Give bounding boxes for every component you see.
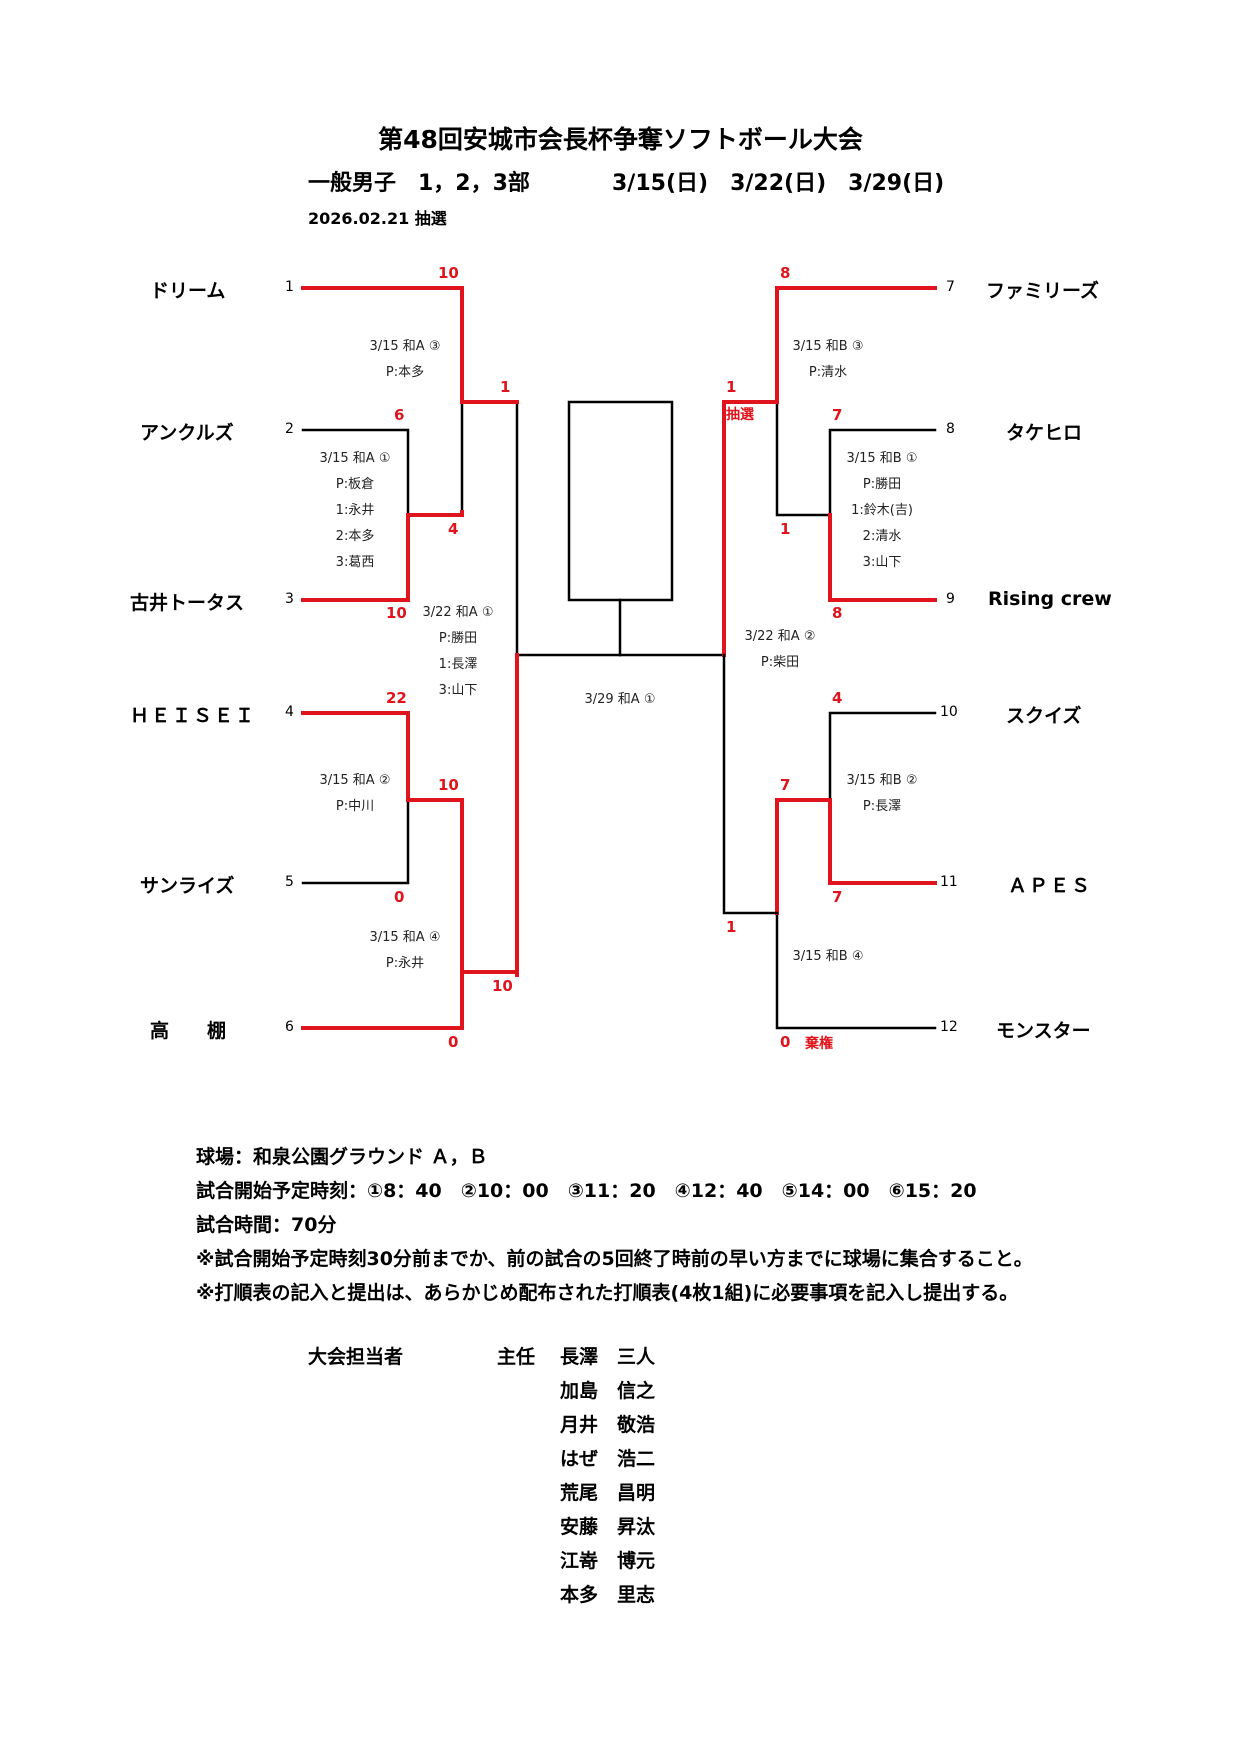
line-team-2 — [301, 428, 410, 520]
game-note-g4: 3/15 和A ② P:中川 — [319, 773, 391, 814]
game-note-g1: 3/15 和A ③ P:本多 — [369, 339, 441, 380]
score: 1 — [780, 520, 791, 538]
score: 1 — [726, 378, 737, 396]
score: 7 — [780, 776, 791, 794]
team-name: ＡＰＥＳ — [1008, 875, 1093, 897]
venue-text: 球場：和泉公園グラウンド Ａ，Ｂ — [196, 1146, 488, 1168]
team-seed: 11 — [940, 874, 958, 890]
division-label: 一般男子 1，2，3部 — [308, 171, 530, 196]
line-team-9 — [828, 513, 937, 602]
score: 8 — [780, 264, 791, 282]
line-semifinal-right-loser — [722, 653, 779, 915]
line-team-11 — [775, 798, 937, 915]
team-seed: 10 — [940, 704, 958, 720]
line-team-12 — [775, 911, 937, 1030]
staff-member: 荒尾 昌明 — [560, 1482, 656, 1504]
lottery-label: 抽選 — [726, 407, 754, 423]
team-seed: 3 — [285, 591, 294, 607]
score: 1 — [500, 378, 511, 396]
line-team-1 — [301, 286, 519, 404]
line-g6-loser — [775, 400, 832, 517]
score: 6 — [394, 406, 405, 424]
assembly-note: ※試合開始予定時刻30分前までか、前の試合の5回終了時前の早い方までに球場に集合… — [196, 1248, 1033, 1270]
team-seed: 12 — [940, 1019, 958, 1035]
score: 22 — [386, 689, 407, 707]
game-note-g10: 3/15 和B ④ — [792, 949, 864, 964]
line-team-3 — [301, 510, 464, 602]
staff-member: 江嵜 博元 — [560, 1550, 656, 1572]
team-name: ＨＥＩＳＥＩ — [130, 705, 257, 727]
game-note-g8: 3/22 和A ② P:柴田 — [744, 629, 816, 670]
score: 7 — [832, 888, 843, 906]
final-game-note: 3/29 和A ① — [584, 692, 656, 707]
score: 8 — [832, 604, 843, 622]
line-team-10 — [828, 711, 937, 802]
game-note-g7: 3/15 和B ① P:勝田 1:鈴木(吉) 2:清水 3:山下 — [846, 451, 918, 570]
score: 1 — [726, 918, 737, 936]
staff-member: 本多 里志 — [560, 1584, 656, 1606]
score: 0 — [780, 1033, 791, 1051]
team-name: スクイズ — [1006, 705, 1082, 727]
team-name: サンライズ — [140, 875, 235, 897]
team-seed: 6 — [285, 1019, 294, 1035]
team-name: ファミリーズ — [986, 280, 1100, 302]
score: 4 — [832, 689, 843, 707]
batting-order-note: ※打順表の記入と提出は、あらかじめ配布された打順表(4枚1組)に必要事項を記入し… — [196, 1282, 1019, 1304]
team-seed: 1 — [285, 279, 294, 295]
duration-text: 試合時間：70分 — [196, 1214, 337, 1236]
game-note-g5: 3/15 和A ④ P:永井 — [369, 930, 441, 971]
team-seed: 8 — [946, 421, 955, 437]
staff-member: 加島 信之 — [560, 1380, 656, 1402]
info-block: 球場：和泉公園グラウンド Ａ，Ｂ 試合開始予定時刻：①8：40 ②10：00 ③… — [196, 1140, 1033, 1310]
schedule-dates: 3/15(日) 3/22(日) 3/29(日) — [612, 171, 945, 196]
game-note-g6: 3/15 和B ③ P:清水 — [792, 339, 864, 380]
score: 0 — [394, 888, 405, 906]
staff-label: 大会担当者 — [308, 1346, 404, 1368]
game-note-g9: 3/15 和B ② P:長澤 — [846, 773, 918, 814]
team-seed: 7 — [946, 279, 955, 295]
line-team-4 — [301, 711, 519, 974]
staff-member: 長澤 三人 — [560, 1346, 656, 1368]
game-note-g3: 3/22 和A ① P:勝田 1:長澤 3:山下 — [422, 605, 494, 698]
start-times-text: 試合開始予定時刻：①8：40 ②10：00 ③11：20 ④12：40 ⑤14：… — [196, 1180, 977, 1202]
staff-member: 安藤 昇汰 — [560, 1516, 656, 1538]
team-seed: 9 — [946, 591, 955, 607]
score: 10 — [386, 604, 407, 622]
staff-member: はぜ 浩二 — [560, 1448, 656, 1470]
team-name: Rising crew — [988, 588, 1112, 610]
game-note-g2: 3/15 和A ① P:板倉 1:永井 2:本多 3:葛西 — [319, 451, 391, 570]
forfeit-label: 棄権 — [805, 1036, 833, 1052]
team-seed: 2 — [285, 421, 294, 437]
team-name: アンクルズ — [140, 422, 234, 444]
staff-role: 主任 — [497, 1346, 536, 1368]
team-name: 高 棚 — [150, 1020, 227, 1042]
team-seed: 4 — [285, 704, 294, 720]
score: 4 — [448, 520, 459, 538]
staff-member: 月井 敬浩 — [560, 1414, 656, 1436]
team-seed: 5 — [285, 874, 294, 890]
score: 10 — [492, 977, 513, 995]
draw-date: 2026.02.21 抽選 — [308, 209, 447, 228]
score: 10 — [438, 264, 459, 282]
team-name: ドリーム — [150, 280, 226, 302]
champion-box — [567, 400, 674, 602]
score: 0 — [448, 1033, 459, 1051]
team-name: モンスター — [996, 1020, 1091, 1042]
line-team-8 — [828, 428, 937, 520]
team-name: 古井トータス — [130, 592, 245, 614]
score: 7 — [832, 406, 843, 424]
line-team-5 — [301, 798, 410, 885]
staff-list: 長澤 三人 加島 信之 月井 敬浩 はぜ 浩二 荒尾 昌明 安藤 昇汰 江嵜 博… — [560, 1340, 655, 1612]
line-team-7 — [722, 286, 937, 657]
line-team-6 — [301, 973, 464, 1030]
team-name: タケヒロ — [1006, 422, 1083, 444]
page-title: 第48回安城市会長杯争奪ソフトボール大会 — [378, 125, 863, 154]
score: 10 — [438, 776, 459, 794]
